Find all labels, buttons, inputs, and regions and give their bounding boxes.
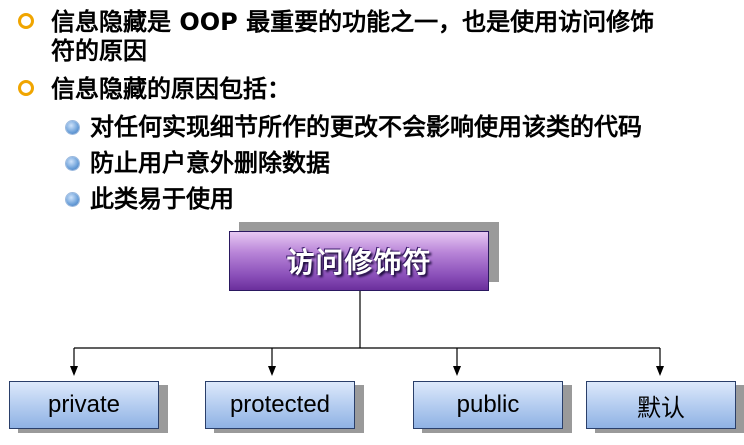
arrowhead-private bbox=[70, 366, 78, 376]
ring-bullet-icon bbox=[18, 80, 34, 96]
sphere-bullet-icon bbox=[66, 121, 79, 134]
arrowhead-protected bbox=[268, 366, 276, 376]
sub-bullet-easy-to-use: 此类易于使用 bbox=[66, 185, 234, 214]
bullet-text: 信息隐藏的原因包括： bbox=[51, 75, 291, 103]
bullet-text-line2: 符的原因 bbox=[51, 37, 147, 65]
bullet-info-hiding-importance: 信息隐藏是 OOP 最重要的功能之一，也是使用访问修饰 符的原因 bbox=[18, 8, 654, 66]
node-default: 默认 bbox=[586, 381, 736, 429]
arrowhead-default bbox=[656, 366, 664, 376]
sub-bullet-text: 对任何实现细节所作的更改不会影响使用该类的代码 bbox=[90, 113, 642, 141]
root-node-label: 访问修饰符 bbox=[286, 246, 432, 279]
node-public: public bbox=[413, 381, 563, 429]
bullet-info-hiding-reasons: 信息隐藏的原因包括： bbox=[18, 75, 291, 104]
node-private: private bbox=[9, 381, 159, 429]
node-label: public bbox=[456, 391, 520, 418]
arrowhead-public bbox=[453, 366, 461, 376]
bullet-text-line1: 信息隐藏是 OOP 最重要的功能之一，也是使用访问修饰 bbox=[51, 8, 655, 36]
sub-bullet-text: 此类易于使用 bbox=[90, 185, 234, 213]
node-label: protected bbox=[229, 391, 331, 418]
sphere-bullet-icon bbox=[66, 157, 79, 170]
node-label: 默认 bbox=[637, 394, 685, 422]
node-label: private bbox=[47, 391, 121, 418]
root-node-access-modifiers: 访问修饰符 bbox=[229, 231, 489, 291]
sub-bullet-implementation-changes: 对任何实现细节所作的更改不会影响使用该类的代码 bbox=[66, 113, 642, 142]
sphere-bullet-icon bbox=[66, 193, 79, 206]
sub-bullet-prevent-deletion: 防止用户意外删除数据 bbox=[66, 149, 330, 178]
node-protected: protected bbox=[205, 381, 355, 429]
sub-bullet-text: 防止用户意外删除数据 bbox=[90, 149, 330, 177]
ring-bullet-icon bbox=[18, 13, 34, 29]
